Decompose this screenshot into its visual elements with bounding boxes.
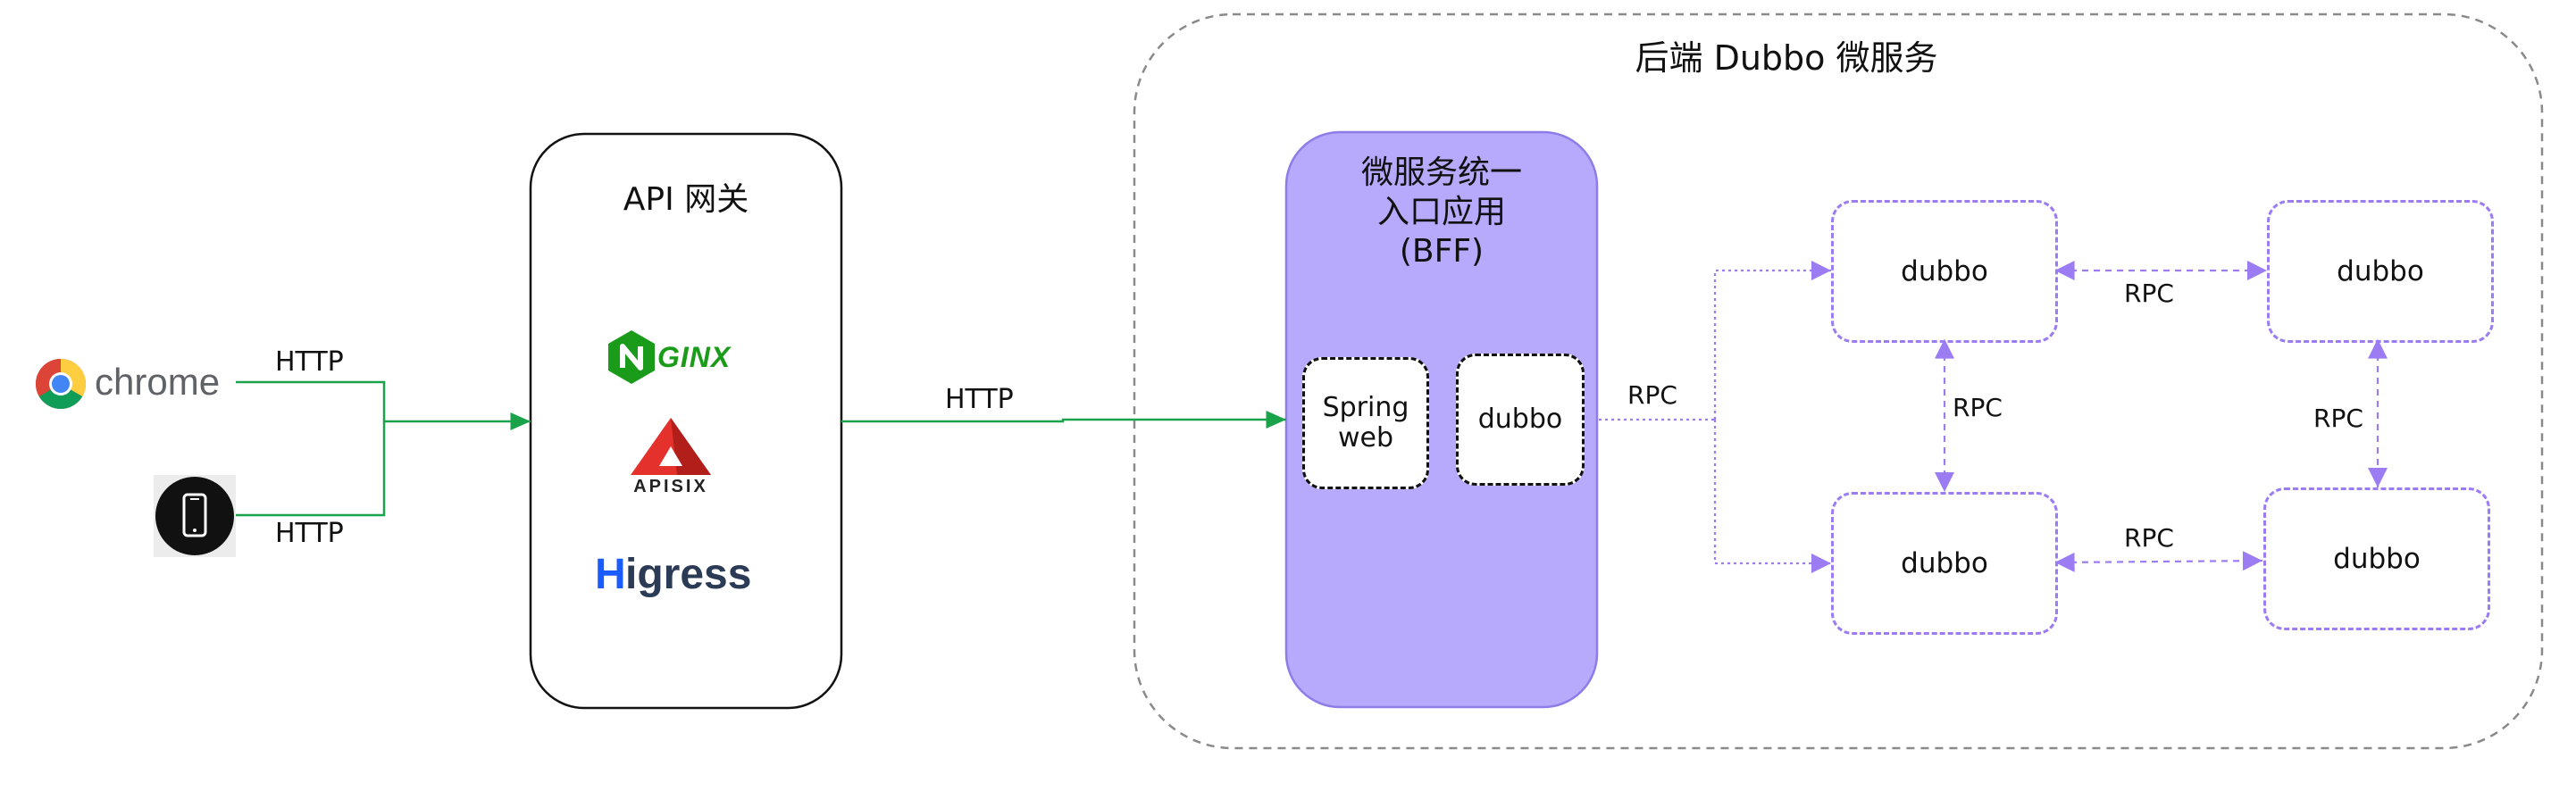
bff-title: 微服务统一 入口应用 (BFF) — [1286, 154, 1597, 271]
dubbo-node-label: dubbo — [2337, 255, 2424, 287]
bff-title-line2: 入口应用 — [1376, 194, 1506, 230]
http-label-top: HTTP — [275, 346, 344, 378]
mobile-client — [154, 475, 236, 557]
rpc-label-top: RPC — [2124, 279, 2174, 308]
spring-web-label: Spring web — [1322, 391, 1409, 454]
apisix-logo: APISIX — [623, 416, 718, 498]
dubbo-node-bottom-left: dubbo — [1831, 492, 2058, 635]
backend-container — [1133, 12, 2544, 750]
gateway-title: API 网关 — [623, 181, 749, 218]
rpc-label-bff: RPC — [1627, 380, 1677, 410]
rpc-cluster-links — [1935, 261, 2388, 572]
higress-logo-h: H — [595, 551, 626, 598]
backend-title: 后端 Dubbo 微服务 — [1635, 38, 1938, 78]
nginx-hexagon-icon — [608, 330, 655, 384]
bff-dubbo-module: dubbo — [1456, 354, 1585, 486]
chrome-logo-icon — [35, 359, 87, 410]
dubbo-node-label: dubbo — [1901, 255, 1988, 287]
chrome-label: chrome — [95, 361, 221, 403]
spring-web-module: Spring web — [1302, 357, 1429, 489]
dubbo-node-label: dubbo — [2333, 543, 2421, 575]
rpc-bff-connectors — [1599, 261, 1831, 573]
http-label-bottom: HTTP — [275, 518, 344, 549]
nginx-logo: GINX — [606, 329, 766, 386]
nginx-logo-text: GINX — [657, 341, 732, 373]
rpc-label-left: RPC — [1953, 393, 2003, 422]
rpc-label-right: RPC — [2313, 404, 2363, 433]
apisix-triangle-icon — [631, 418, 711, 475]
apisix-logo-text: APISIX — [633, 477, 708, 496]
higress-logo-text: igress — [625, 551, 752, 598]
dubbo-node-label: dubbo — [1901, 547, 1988, 579]
http-gateway-to-bff — [841, 411, 1286, 429]
rpc-link-bottom — [2054, 551, 2263, 572]
dubbo-node-bottom-right: dubbo — [2263, 487, 2490, 630]
chrome-client: chrome — [34, 355, 239, 412]
bff-title-line1: 微服务统一 — [1360, 154, 1522, 191]
http-label-gateway-bff: HTTP — [945, 384, 1014, 415]
http-client-connectors — [236, 380, 531, 517]
bff-title-line3: (BFF) — [1399, 233, 1485, 270]
rpc-label-bottom: RPC — [2124, 523, 2174, 553]
bff-dubbo-label: dubbo — [1477, 403, 1563, 435]
mobile-phone-icon — [155, 477, 234, 555]
dubbo-node-top-left: dubbo — [1831, 200, 2058, 343]
dubbo-node-top-right: dubbo — [2267, 200, 2494, 343]
higress-logo: H igress — [595, 550, 791, 604]
